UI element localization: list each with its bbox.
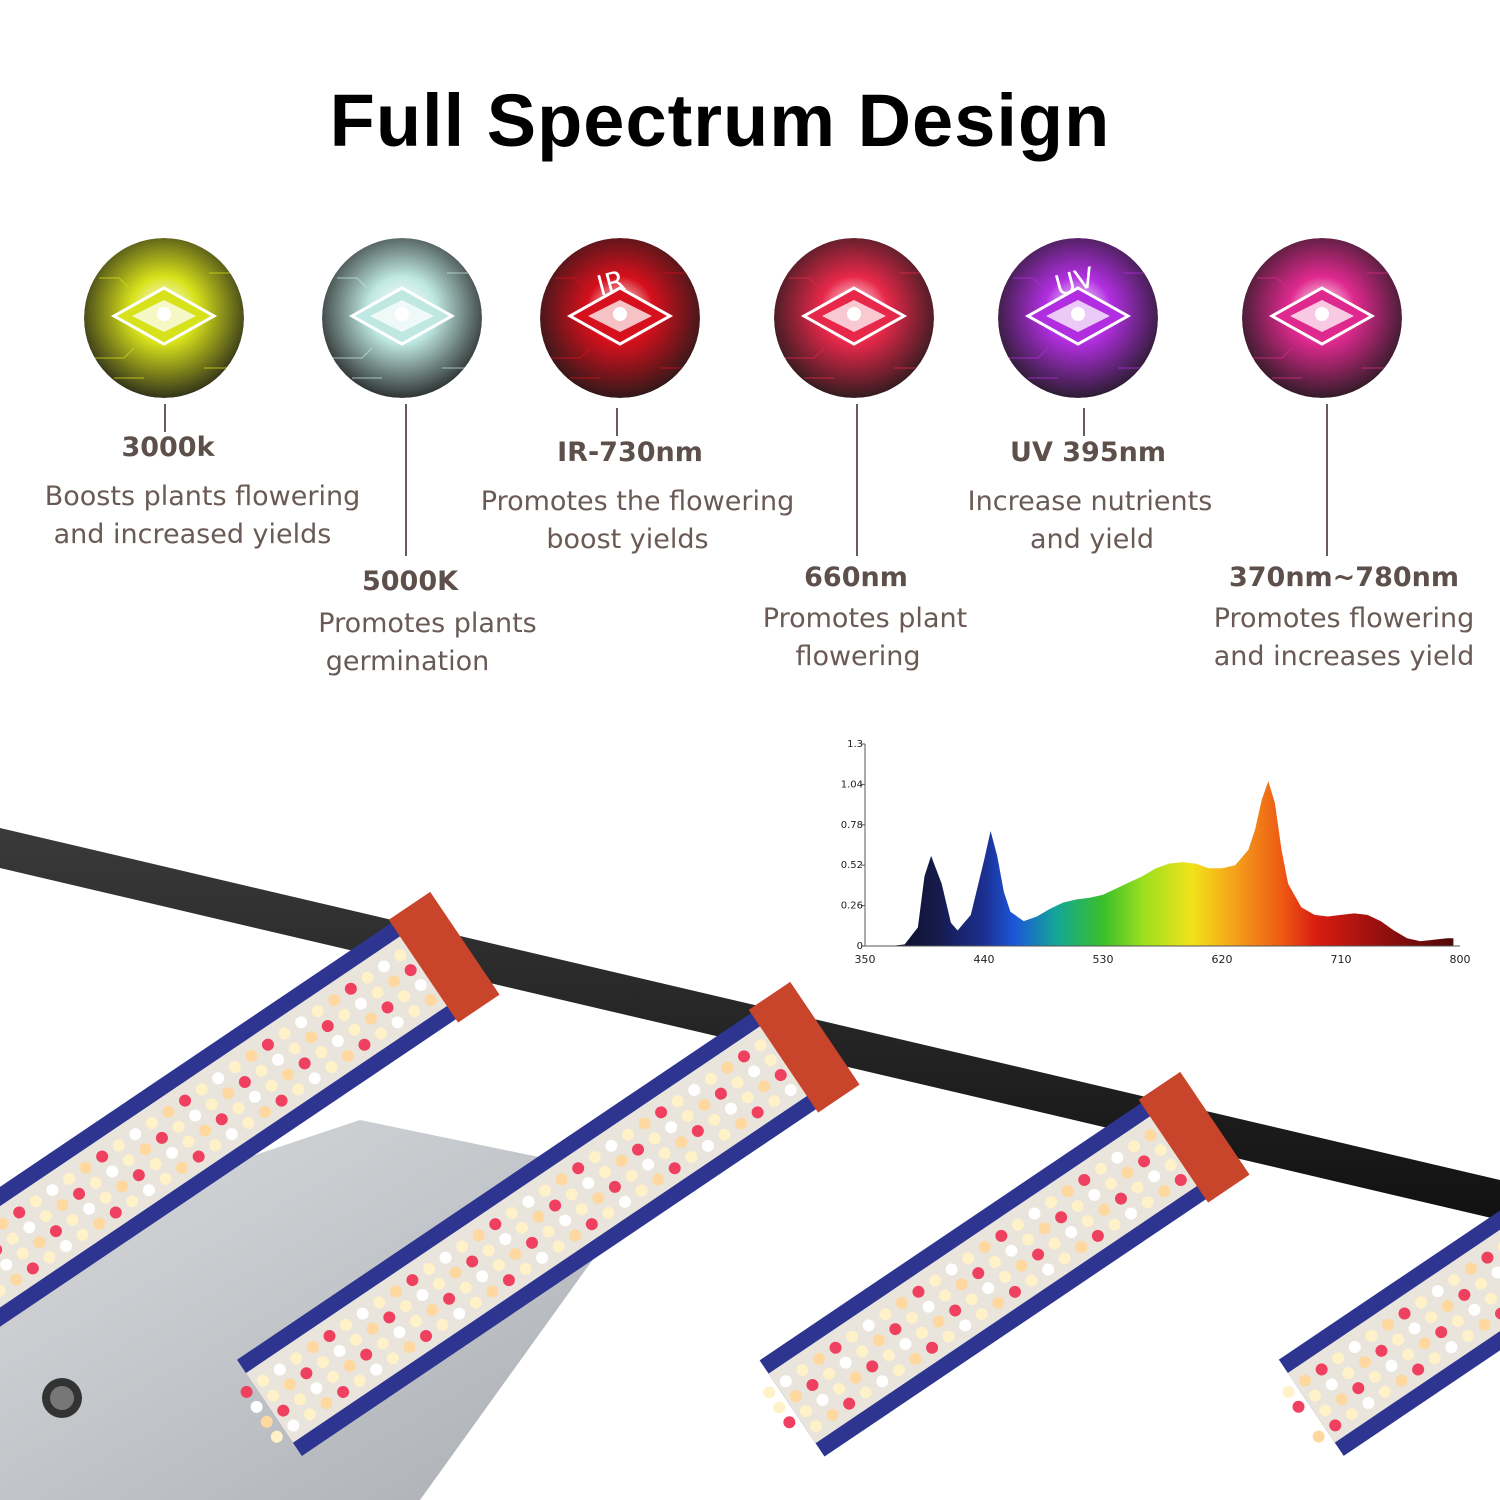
- chip-ir-icon: IR: [540, 238, 700, 398]
- feature-heading: 370nm~780nm: [1228, 562, 1460, 593]
- y-tick-label: 1.04: [841, 779, 863, 790]
- feature-description: Boosts plants flowering: [44, 481, 361, 512]
- x-tick-label: 530: [1093, 953, 1114, 966]
- chip-3000k-icon: [84, 238, 244, 398]
- chip-uv-icon: UV: [998, 238, 1158, 398]
- chip-5000k-icon: [322, 238, 482, 398]
- chip-full-spectrum-icon: [1242, 238, 1402, 398]
- feature-description: boost yields: [546, 524, 709, 555]
- connector-line: [1083, 408, 1085, 436]
- feature-description: Promotes plant: [762, 603, 968, 634]
- spectrum-chart: 0 0.26 0.52 0.78 1.04 1.3 350 440 530 620 710 800: [841, 739, 1471, 966]
- x-tick-label: 800: [1450, 953, 1471, 966]
- feature-heading: UV 395nm: [1010, 437, 1166, 468]
- feature-heading: IR-730nm: [557, 437, 703, 468]
- feature-heading: 660nm: [804, 562, 908, 593]
- feature-description: Increase nutrients: [967, 486, 1213, 517]
- feature-description: germination: [325, 646, 490, 677]
- connector-line: [616, 408, 618, 436]
- feature-description: flowering: [795, 641, 921, 672]
- connector-line: [1326, 404, 1328, 556]
- y-tick-label: 0.78: [841, 820, 863, 831]
- led-bar: [1278, 1191, 1500, 1456]
- chip-660nm-icon: [774, 238, 934, 398]
- feature-heading: 5000K: [361, 566, 459, 597]
- connector-line: [405, 404, 407, 556]
- connector-line: [164, 404, 166, 432]
- feature-description: and increased yields: [53, 519, 332, 550]
- y-tick-label: 1.3: [847, 739, 863, 750]
- grow-light-fixture-image: [0, 828, 1500, 1500]
- y-tick-label: 0.26: [841, 901, 863, 912]
- x-tick-label: 620: [1212, 953, 1233, 966]
- feature-description: Promotes the flowering: [480, 486, 795, 517]
- feature-description: Promotes flowering: [1213, 603, 1475, 634]
- feature-description: Promotes plants: [318, 608, 537, 639]
- led-bar: [759, 1071, 1250, 1457]
- x-tick-label: 710: [1331, 953, 1352, 966]
- connector-line: [856, 404, 858, 556]
- led-bar: [0, 891, 500, 1411]
- feature-description: and yield: [1029, 524, 1155, 555]
- feature-heading: 3000k: [121, 432, 215, 463]
- x-tick-label: 440: [974, 953, 995, 966]
- y-tick-label: 0: [857, 941, 863, 952]
- x-tick-label: 350: [855, 953, 876, 966]
- led-bar: [236, 981, 860, 1456]
- feature-description: and increases yield: [1213, 641, 1475, 672]
- y-tick-label: 0.52: [841, 860, 863, 871]
- spectrum-area: [865, 781, 1454, 946]
- page-title: Full Spectrum Design: [329, 79, 1111, 162]
